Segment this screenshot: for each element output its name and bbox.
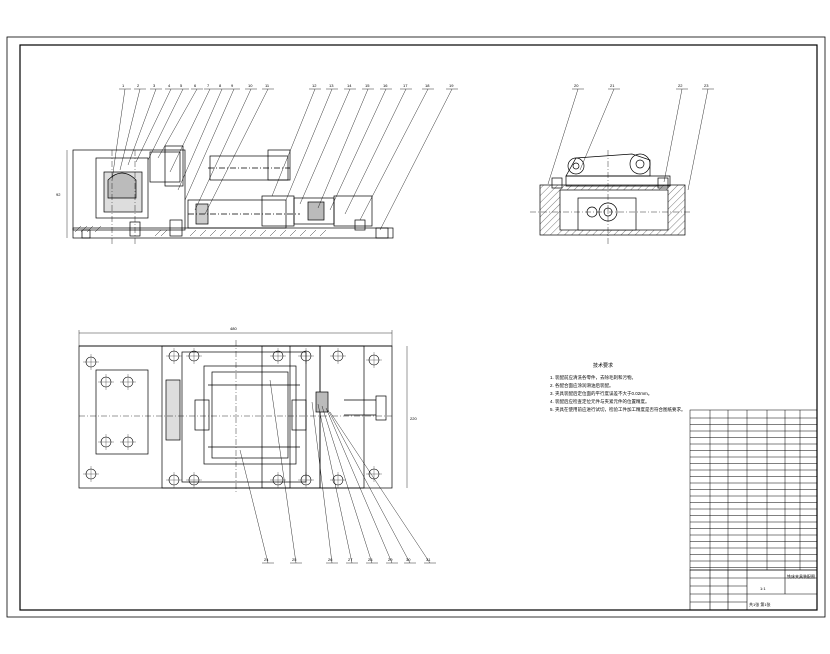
balloon-label: 4: [168, 83, 171, 88]
title-block-sheet-info: 共1张 第1张: [749, 601, 771, 607]
balloon-label: 13: [329, 83, 334, 88]
parts-list: [689, 409, 818, 571]
top-view-balloon-labels: 24 25 26 27 28 29 30 31: [264, 557, 431, 562]
sheet-border: [6, 36, 826, 618]
top-view-width-dimension: 480: [230, 326, 237, 331]
technical-note-5: 5. 夹具在使用前应进行试切，检验工件加工精度是否符合图纸要求。: [550, 406, 686, 413]
front-view-height-dimension: 92: [56, 192, 61, 197]
balloon-label: 12: [312, 83, 317, 88]
balloon-label: 3: [153, 83, 156, 88]
side-view-leaders: [547, 88, 714, 191]
drawing-frame: [19, 44, 818, 611]
balloon-label: 8: [219, 83, 222, 88]
balloon-label: 22: [678, 83, 683, 88]
title-block-name: 铣床夹具装配图: [787, 573, 815, 579]
balloon-label: 31: [426, 557, 431, 562]
balloon-label: 29: [388, 557, 393, 562]
balloon-label: 24: [264, 557, 269, 562]
balloon-label: 7: [207, 83, 210, 88]
balloon-label: 28: [368, 557, 373, 562]
balloon-label: 17: [403, 83, 408, 88]
balloon-label: 30: [406, 557, 411, 562]
balloon-label: 2: [137, 83, 140, 88]
technical-notes-title: 技术要求: [593, 362, 613, 369]
balloon-label: 15: [365, 83, 370, 88]
balloon-label: 9: [231, 83, 234, 88]
balloon-label: 25: [292, 557, 297, 562]
front-view: [66, 145, 394, 244]
balloon-label: 23: [704, 83, 709, 88]
balloon-label: 1: [122, 83, 125, 88]
top-view-holes: [83, 348, 382, 488]
technical-note-1: 1. 装配前应清洗各零件，去除毛刺和污物。: [550, 374, 636, 381]
balloon-label: 19: [449, 83, 454, 88]
top-view: [78, 330, 408, 494]
balloon-label: 14: [347, 83, 352, 88]
balloon-label: 26: [328, 557, 333, 562]
front-view-leaders: [111, 88, 458, 231]
balloon-label: 27: [348, 557, 353, 562]
balloon-label: 16: [383, 83, 388, 88]
side-view: [530, 150, 690, 244]
top-view-height-dimension: 220: [410, 416, 417, 421]
balloon-label: 6: [194, 83, 197, 88]
technical-note-3: 3. 夹具装配后定位面的平行度误差不大于0.02mm。: [550, 390, 652, 397]
top-view-leaders: [239, 379, 436, 564]
balloon-label: 18: [425, 83, 430, 88]
balloon-label: 20: [574, 83, 579, 88]
title-block: [689, 569, 818, 611]
balloon-label: 21: [610, 83, 615, 88]
balloon-label: 11: [265, 83, 270, 88]
balloon-label: 10: [248, 83, 253, 88]
balloon-label: 5: [180, 83, 183, 88]
technical-note-2: 2. 各配合面应涂润滑油后装配。: [550, 382, 614, 389]
technical-note-4: 4. 装配后应检查定位元件与夹紧元件的位置精度。: [550, 398, 650, 405]
title-block-scale: 1:1: [760, 586, 766, 591]
side-view-balloon-labels: 20 21 22 23: [574, 83, 709, 88]
